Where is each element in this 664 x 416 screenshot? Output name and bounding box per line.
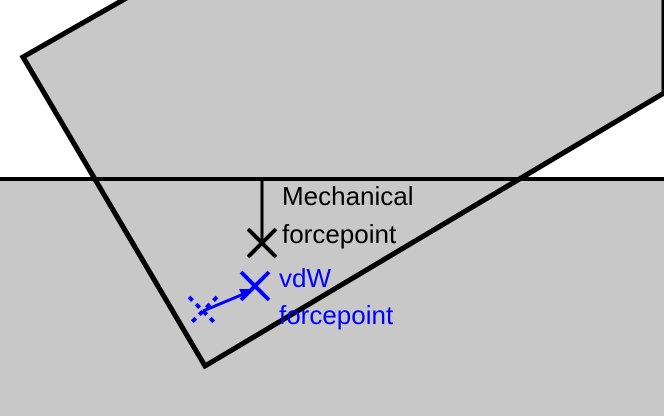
- mechanical-label-line2: forcepoint: [282, 219, 397, 249]
- body-outline: [19, 0, 664, 370]
- vdw-label-line2: forcepoint: [279, 300, 394, 330]
- vdw-label-line1: vdW: [279, 263, 331, 293]
- vdw-arrowhead: [239, 289, 255, 299]
- vdw-arrow-line: [202, 291, 247, 313]
- mechanical-label-line1: Mechanical: [282, 181, 414, 211]
- mechanical-forcepoint-marker: [246, 227, 278, 259]
- vdw-dotted-marker: [187, 295, 219, 327]
